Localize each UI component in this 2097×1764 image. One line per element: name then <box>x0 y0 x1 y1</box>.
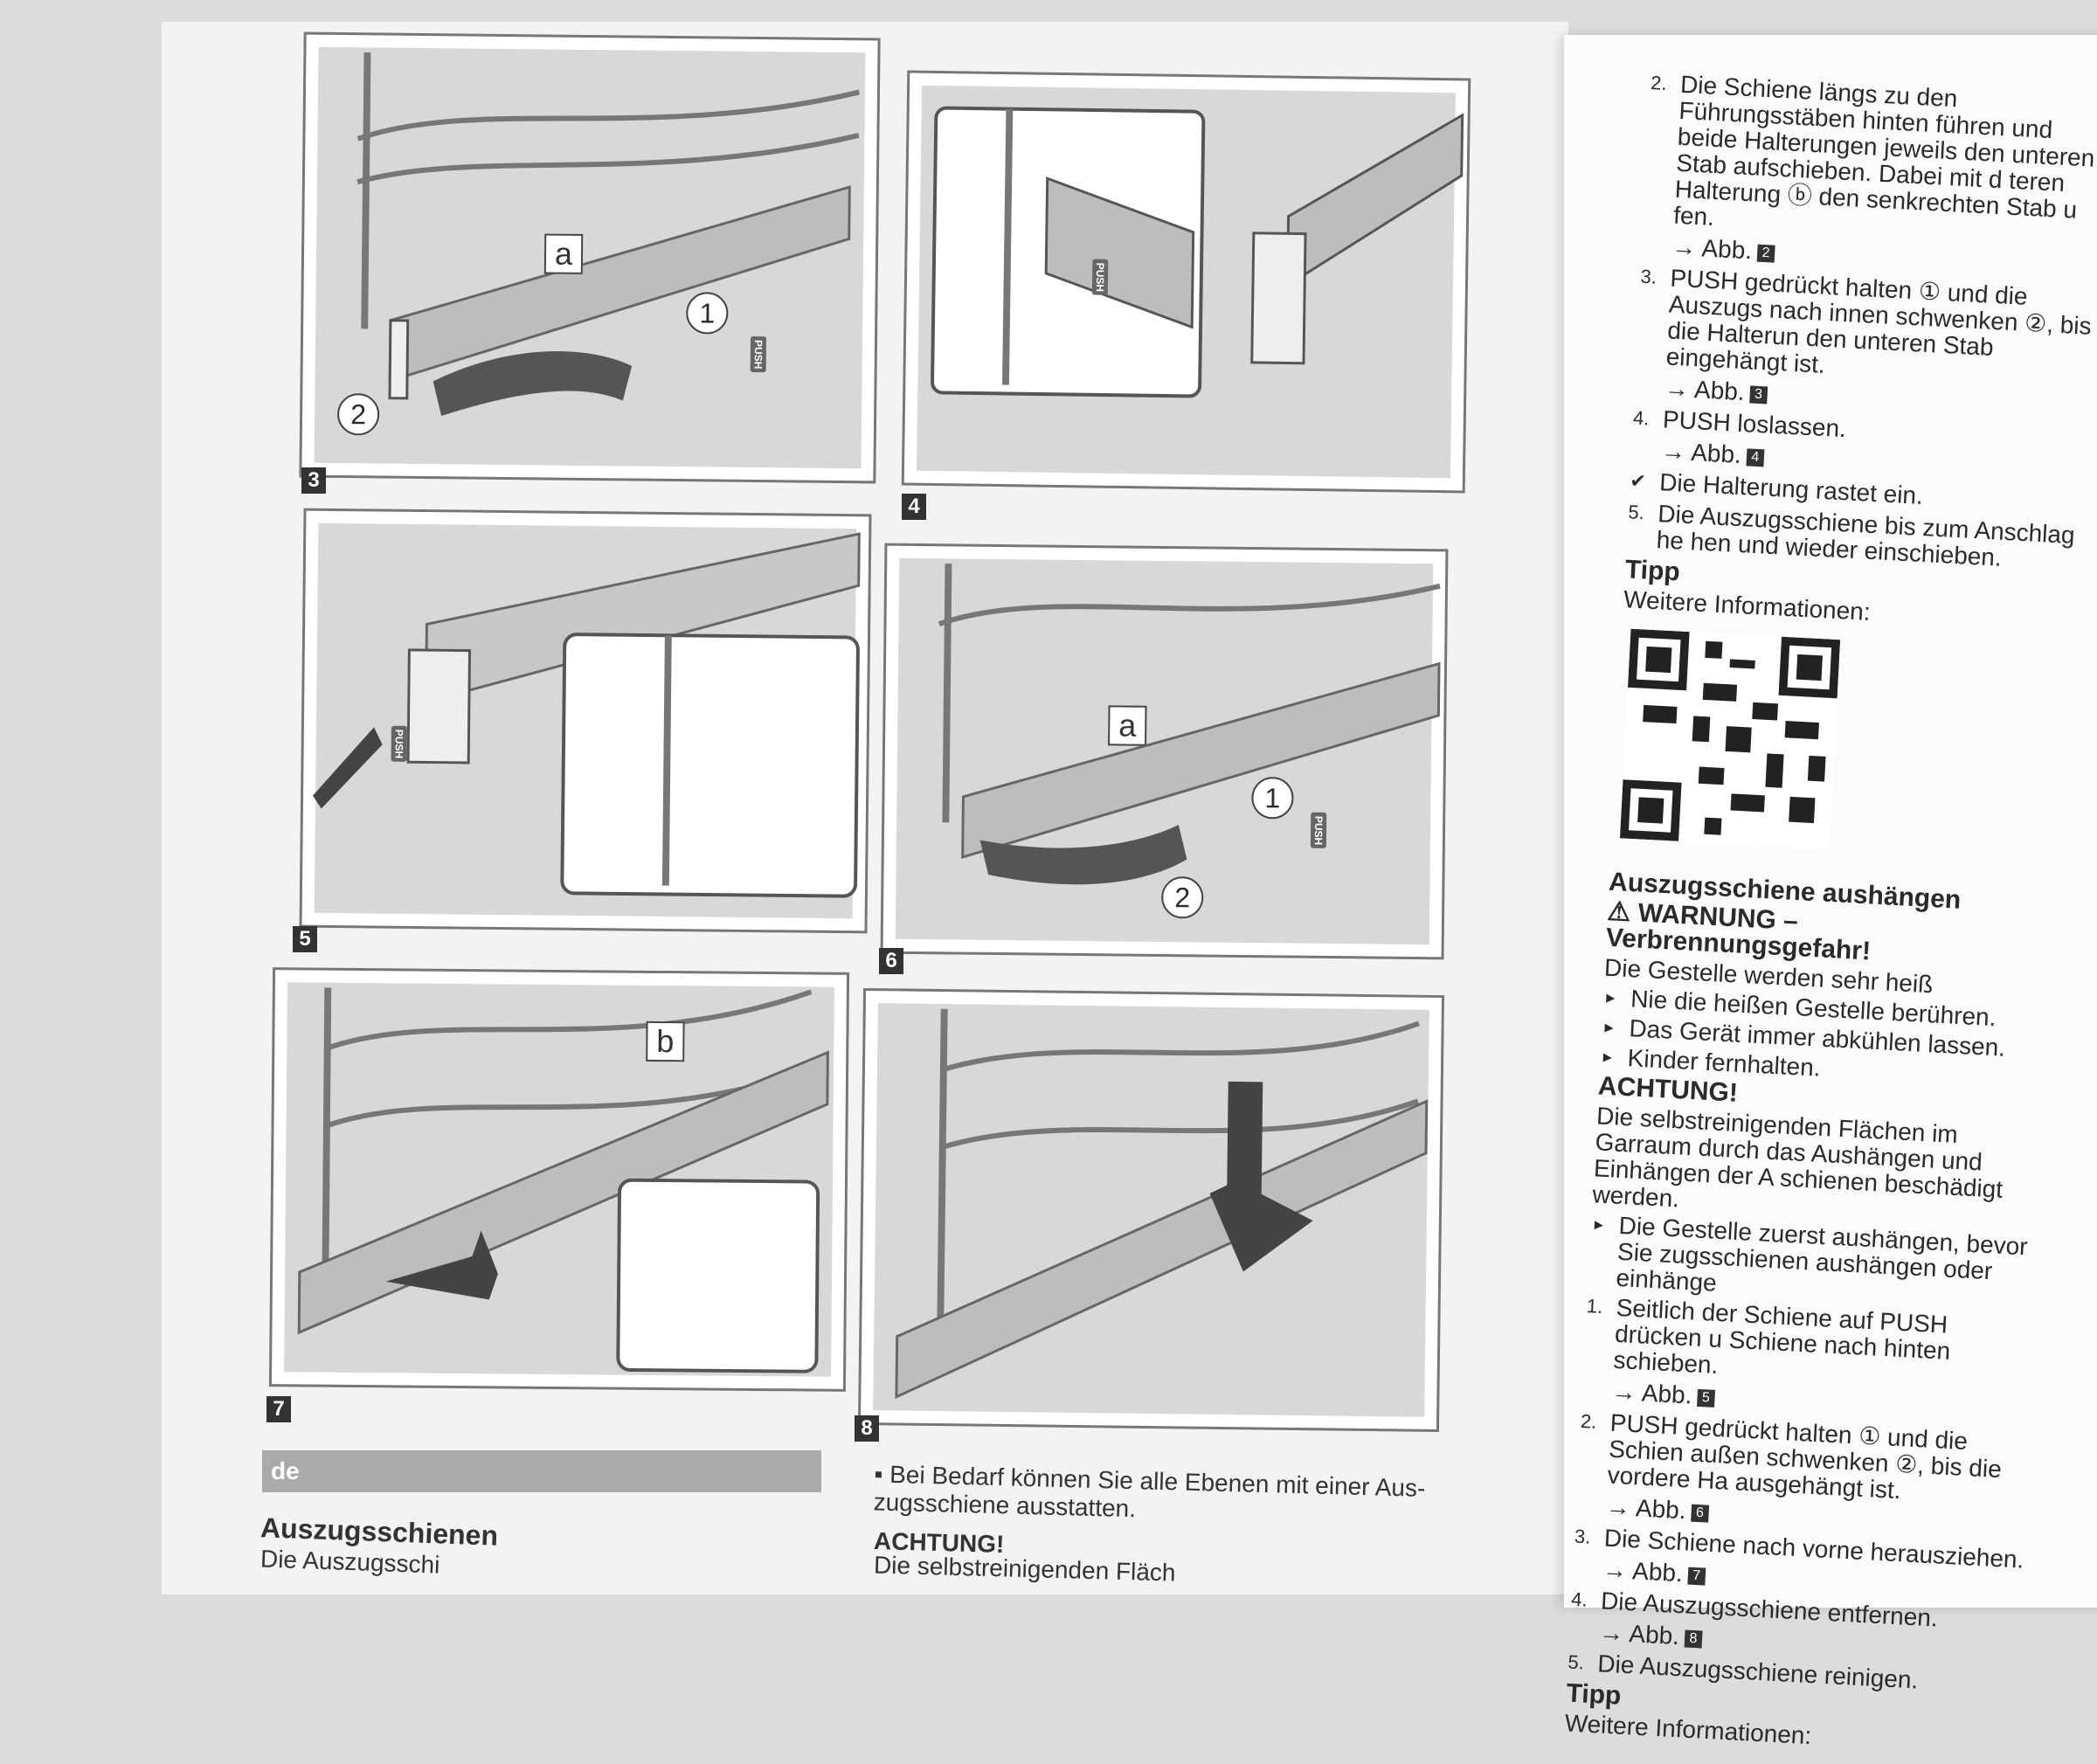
abb-text: → Abb. <box>1605 1492 1687 1525</box>
step-text: Seitlich der Schiene auf PUSH drücken u … <box>1612 1293 1952 1380</box>
step-number: 4. <box>1570 1588 1588 1611</box>
step-number: 2. <box>1650 71 1668 94</box>
step-number: 5. <box>1567 1650 1585 1674</box>
abb-number: 5 <box>1696 1388 1715 1408</box>
step-text: PUSH loslassen. <box>1662 405 1847 443</box>
square-bullet-icon: ▪ <box>874 1460 890 1488</box>
step-top-3: 3. PUSH gedrückt halten ① und die Auszugs… <box>1636 264 2095 392</box>
step-circle-2: 2 <box>1161 875 1204 919</box>
push-label: PUSH <box>1310 812 1327 849</box>
step-number: 1. <box>1586 1295 1603 1318</box>
abb-text: → Abb. <box>1664 374 1746 406</box>
figure-number-8: 8 <box>855 1415 879 1442</box>
step-number: 2. <box>1580 1409 1597 1433</box>
figure-number-4: 4 <box>902 494 926 520</box>
abb-number: 6 <box>1690 1504 1709 1523</box>
label-a: a <box>1108 705 1147 746</box>
rail-pull-illustration <box>297 987 829 1373</box>
right-column: 2.Die Schiene längs zu den Führungsstäbe… <box>1564 70 2097 1764</box>
abb-number: 2 <box>1756 244 1775 263</box>
abb-text: → Abb. <box>1671 232 1753 265</box>
figure-3: a 1 2 PUSH <box>299 31 881 484</box>
push-label: PUSH <box>750 336 767 373</box>
figure-5: PUSH <box>299 508 872 934</box>
abb-number: 4 <box>1746 447 1765 467</box>
step-number: 3. <box>1639 265 1658 288</box>
label-b: b <box>646 1020 685 1062</box>
figure-8 <box>857 987 1445 1433</box>
step-text: Die Schiene längs zu den Führungsstäben … <box>1672 70 2096 231</box>
step-number: 4. <box>1632 406 1651 430</box>
step-top-2: 2.Die Schiene längs zu den Führungsstäbe… <box>1644 70 2097 251</box>
abb-number: 7 <box>1687 1567 1706 1586</box>
figure-number-3: 3 <box>301 467 326 494</box>
step-text: PUSH gedrückt halten ① und die Schien au… <box>1606 1408 2003 1505</box>
rail-illustration <box>356 52 861 417</box>
step-circle-2: 2 <box>336 392 380 436</box>
language-bar: de <box>262 1450 821 1492</box>
abb-number: 8 <box>1684 1629 1703 1649</box>
figure-number-6: 6 <box>879 948 903 974</box>
push-label: PUSH <box>1091 259 1109 296</box>
rail-unhook-illustration <box>938 564 1441 885</box>
figure-6: a 1 2 PUSH <box>880 543 1449 960</box>
figure-number-5: 5 <box>293 926 317 952</box>
abb-text: → Abb. <box>1660 437 1742 468</box>
step-circle-1: 1 <box>1251 777 1294 820</box>
abb-number: 3 <box>1749 385 1768 405</box>
abb-text: → Abb. <box>1610 1377 1693 1409</box>
label-a: a <box>543 233 584 274</box>
rail-remove-illustration <box>895 1008 1429 1400</box>
push-rail-illustration <box>313 532 861 898</box>
step-text: PUSH gedrückt halten ① und die Auszugs n… <box>1665 264 2093 378</box>
rail-holder-illustration <box>931 106 1464 398</box>
qr-code[interactable] <box>1619 628 1841 849</box>
figure-4: PUSH <box>901 70 1471 494</box>
check-icon: ✔ <box>1629 469 1647 493</box>
abb-text: → Abb. <box>1598 1618 1680 1650</box>
figure-7: b <box>268 967 850 1392</box>
step-number: 3. <box>1574 1525 1592 1548</box>
step-number: 5. <box>1627 501 1645 524</box>
step-circle-1: 1 <box>686 292 729 335</box>
figure-number-7: 7 <box>266 1396 291 1422</box>
achtung-text: Die selbstreinigenden Flächen im Garraum… <box>1591 1102 2004 1213</box>
push-label: PUSH <box>391 725 407 763</box>
abb-text: → Abb. <box>1602 1555 1684 1588</box>
